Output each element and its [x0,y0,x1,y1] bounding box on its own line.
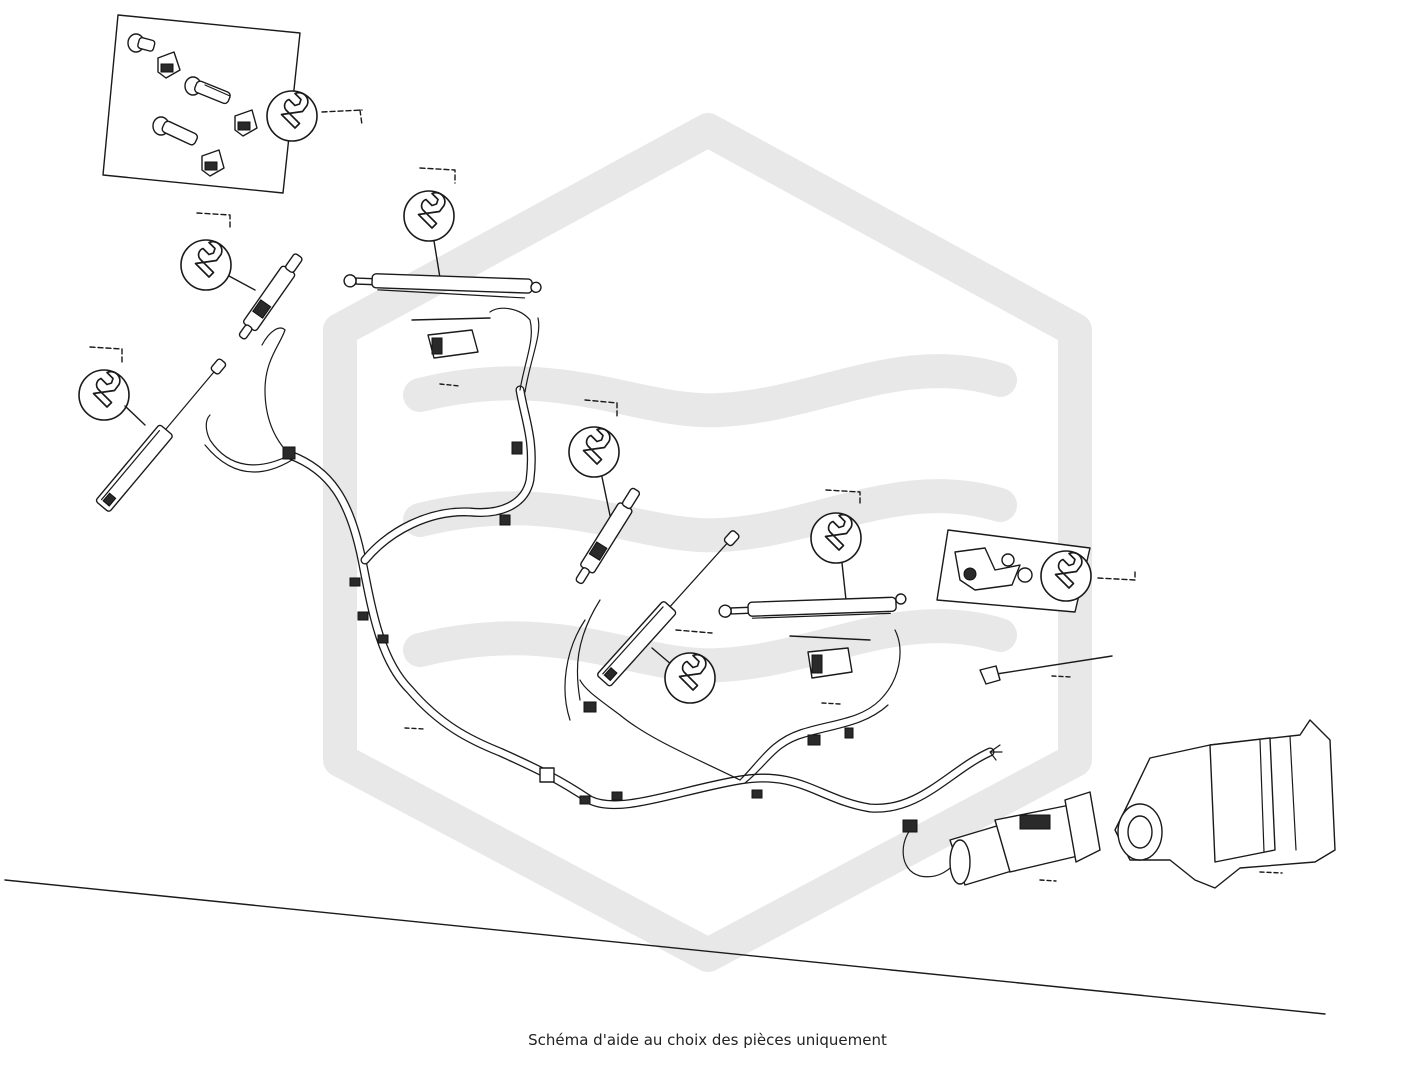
latch-kit[interactable] [936,529,1136,613]
hydraulic-reservoir[interactable] [1114,719,1336,889]
sensor-module-top[interactable] [411,317,491,387]
cylinder-middle[interactable] [568,399,643,587]
bolt-1 [127,33,156,53]
cylinder-left[interactable] [78,346,231,512]
gas-strut-top[interactable] [343,167,542,299]
clip-nut-3 [201,149,225,177]
pump-motor[interactable] [902,791,1101,886]
bolt-2 [184,76,231,105]
cylinder-center-long[interactable] [597,527,744,704]
cylinder-upper-left[interactable] [180,212,306,342]
gas-strut-right[interactable] [718,489,907,619]
clip-nut-2 [234,109,258,137]
callout-hardware[interactable] [266,90,363,142]
ground-line [4,879,1326,1015]
wiring-harness[interactable] [204,307,1003,813]
bolt-3 [152,116,199,146]
watermark-logo [323,113,1092,972]
sensor-module-right[interactable] [789,635,871,705]
hardware-kit[interactable] [102,14,363,194]
cable-tie[interactable] [979,655,1113,685]
diagram-caption: Schéma d'aide au choix des pièces unique… [528,1031,887,1049]
clip-nut-1 [157,51,181,79]
